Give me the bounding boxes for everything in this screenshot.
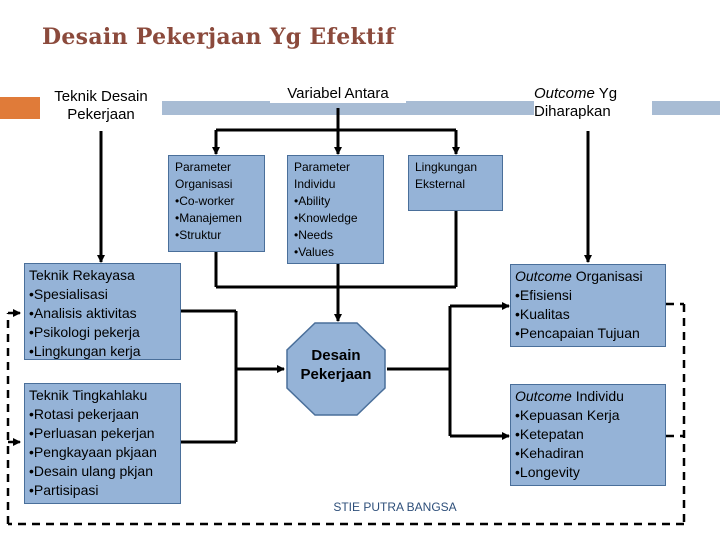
- box-title-line: Lingkungan: [415, 160, 478, 174]
- center-label-line2: Pekerjaan: [300, 366, 372, 383]
- list-item: Psikologi pekerja: [29, 323, 176, 342]
- box-title-rest: Individu: [571, 388, 624, 404]
- list-item: Co-worker: [175, 193, 258, 210]
- desain-pekerjaan-octagon: [286, 322, 386, 416]
- list-item: Rotasi pekerjaan: [29, 405, 176, 424]
- list-item: Partisipasi: [29, 481, 176, 500]
- box-teknik-rekayasa: Teknik Rekayasa Spesialisasi Analisis ak…: [24, 263, 181, 360]
- list-item: Pencapaian Tujuan: [515, 324, 661, 343]
- header-outcome-italic: Outcome: [534, 85, 595, 102]
- list-item: Spesialisasi: [29, 285, 176, 304]
- box-title-rest: Organisasi: [571, 268, 643, 284]
- list-item: Longevity: [515, 463, 661, 482]
- list-item: Lingkungan kerja: [29, 342, 176, 361]
- header-outcome: Outcome Yg Diharapkan: [534, 85, 652, 121]
- box-title-line: Individu: [294, 177, 336, 191]
- box-lingkungan-eksternal: Lingkungan Eksternal: [408, 155, 503, 211]
- center-label: Desain Pekerjaan: [286, 346, 386, 384]
- list-item: Needs: [294, 227, 377, 244]
- list-item: Pengkayaan pkjaan: [29, 443, 176, 462]
- list-item: Perluasan pekerjan: [29, 424, 176, 443]
- list-item: Struktur: [175, 227, 258, 244]
- box-title-line: Parameter: [294, 160, 351, 174]
- box-title: Teknik Rekayasa: [29, 267, 135, 283]
- box-title: Teknik Tingkahlaku: [29, 387, 148, 403]
- header-variabel-antara: Variabel Antara: [270, 85, 406, 103]
- header-teknik-desain-line1: Teknik Desain: [54, 88, 148, 105]
- box-title-italic: Outcome: [515, 388, 572, 404]
- box-parameter-individu: Parameter Individu Ability Knowledge Nee…: [287, 155, 384, 264]
- box-title-italic: Outcome: [515, 268, 572, 284]
- page-title: Desain Pekerjaan Yg Efektif: [42, 24, 395, 50]
- header-teknik-desain: Teknik Desain Pekerjaan: [40, 88, 162, 124]
- header-outcome-rest: Yg: [594, 85, 618, 102]
- box-outcome-individu: Outcome Individu Kepuasan Kerja Ketepata…: [510, 384, 666, 486]
- list-item: Kepuasan Kerja: [515, 406, 661, 425]
- list-item: Ketepatan: [515, 425, 661, 444]
- list-item: Desain ulang pkjan: [29, 462, 176, 481]
- header-teknik-desain-line2: Pekerjaan: [67, 106, 135, 123]
- list-item: Kehadiran: [515, 444, 661, 463]
- box-parameter-organisasi: Parameter Organisasi Co-worker Manajemen…: [168, 155, 265, 252]
- list-item: Ability: [294, 193, 377, 210]
- orange-accent-band: [0, 97, 40, 119]
- header-outcome-line2: Diharapkan: [534, 103, 611, 120]
- footer-label: STIE PUTRA BANGSA: [333, 500, 457, 514]
- box-title-line: Parameter: [175, 160, 232, 174]
- box-outcome-organisasi: Outcome Organisasi Efisiensi Kualitas Pe…: [510, 264, 666, 347]
- box-title-line: Organisasi: [175, 177, 233, 191]
- list-item: Knowledge: [294, 210, 377, 227]
- list-item: Kualitas: [515, 305, 661, 324]
- list-item: Efisiensi: [515, 286, 661, 305]
- box-teknik-tingkahlaku: Teknik Tingkahlaku Rotasi pekerjaan Perl…: [24, 383, 181, 504]
- list-item: Values: [294, 244, 377, 261]
- list-item: Analisis aktivitas: [29, 304, 176, 323]
- list-item: Manajemen: [175, 210, 258, 227]
- center-label-line1: Desain: [311, 347, 361, 364]
- box-title-line: Eksternal: [415, 177, 466, 191]
